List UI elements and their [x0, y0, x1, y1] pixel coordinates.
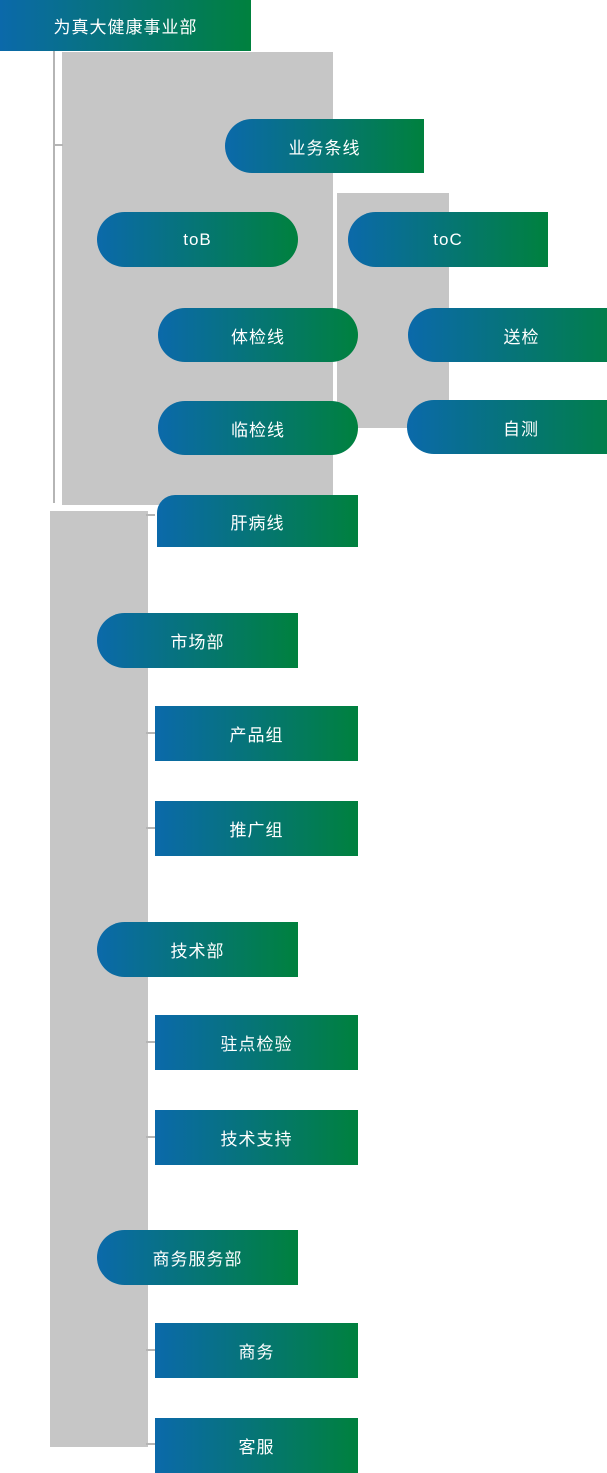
- connector-tick-onsite-testing: [146, 1041, 155, 1043]
- node-tech-dept[interactable]: 技术部: [97, 922, 298, 977]
- node-business-service-dept[interactable]: 商务服务部: [97, 1230, 298, 1285]
- node-onsite-testing[interactable]: 驻点检验: [155, 1015, 358, 1070]
- connector-tick-customer-service: [146, 1443, 155, 1445]
- node-tech-support[interactable]: 技术支持: [155, 1110, 358, 1165]
- connector-tick-business-line: [53, 144, 63, 146]
- node-business-group[interactable]: 商务: [155, 1323, 358, 1378]
- node-business-line[interactable]: 业务条线: [225, 119, 424, 173]
- root-connector-line: [53, 51, 55, 503]
- node-physical-exam-line[interactable]: 体检线: [158, 308, 358, 362]
- node-toc[interactable]: toC: [348, 212, 548, 267]
- connector-tick-promotion-group: [146, 827, 155, 829]
- node-tob[interactable]: toB: [97, 212, 298, 267]
- connector-tick-product-group: [146, 732, 155, 734]
- node-self-test[interactable]: 自测: [407, 400, 607, 454]
- node-root-department[interactable]: 为真大健康事业部: [0, 0, 251, 51]
- connector-tick-liver-line: [146, 514, 155, 516]
- node-clinical-test-line[interactable]: 临检线: [158, 401, 358, 455]
- node-customer-service[interactable]: 客服: [155, 1418, 358, 1473]
- connector-tick-tech-support: [146, 1136, 155, 1138]
- node-liver-disease-line[interactable]: 肝病线: [157, 495, 358, 547]
- connector-tick-business-group: [146, 1349, 155, 1351]
- node-product-group[interactable]: 产品组: [155, 706, 358, 761]
- node-marketing-dept[interactable]: 市场部: [97, 613, 298, 668]
- node-send-test[interactable]: 送检: [408, 308, 607, 362]
- node-promotion-group[interactable]: 推广组: [155, 801, 358, 856]
